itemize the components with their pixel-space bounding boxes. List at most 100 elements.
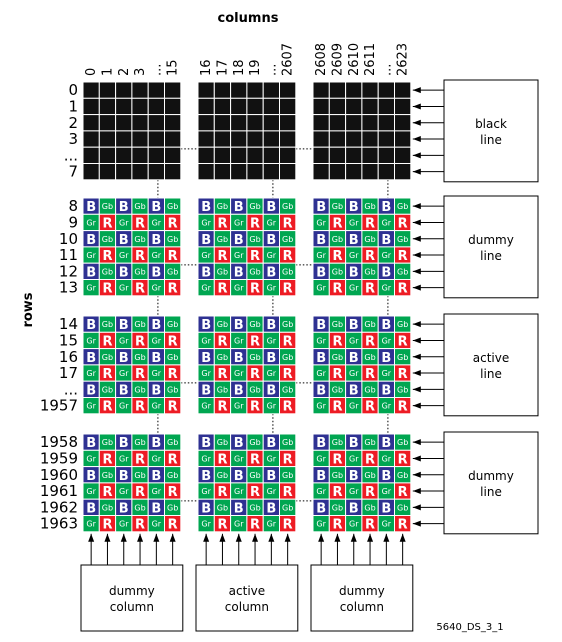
pixel-label: R xyxy=(217,282,227,297)
pixel-label: Gb xyxy=(364,353,375,362)
pixel-label: R xyxy=(283,452,293,467)
pixel-label: Gb xyxy=(134,320,145,329)
row-arrow-head xyxy=(412,203,421,210)
pixel-label: B xyxy=(234,351,244,366)
line-box-text: black xyxy=(475,117,507,131)
column-box-text: column xyxy=(110,600,154,614)
pixel-label: Gb xyxy=(217,385,228,394)
pixel-label: R xyxy=(135,334,145,349)
pixel-label: Gb xyxy=(167,320,178,329)
row-labels: 0123...7891011121314151617...19571958195… xyxy=(40,81,78,533)
pixel-label: Gb xyxy=(217,471,228,480)
pixel-label: Gr xyxy=(119,218,129,227)
line-box xyxy=(443,195,539,299)
column-label: ... xyxy=(149,64,164,76)
pixel-label: Gr xyxy=(349,402,359,411)
black-pixel xyxy=(361,114,379,132)
pixel-label: R xyxy=(398,334,408,349)
black-pixel xyxy=(230,163,248,181)
pixel-label: B xyxy=(86,351,96,366)
pixel-label: Gb xyxy=(102,267,113,276)
row-label: 7 xyxy=(68,163,78,181)
pixel-label: B xyxy=(119,233,129,248)
pixel-label: Gb xyxy=(167,202,178,211)
black-pixel xyxy=(82,130,100,148)
black-pixel xyxy=(262,146,281,164)
black-pixel xyxy=(213,163,232,181)
pixel-label: Gb xyxy=(249,471,260,480)
pixel-label: Gb xyxy=(217,353,228,362)
pixel-label: Gr xyxy=(382,369,392,378)
pixel-label: Gr xyxy=(316,454,326,463)
black-pixel xyxy=(246,97,264,116)
pixel-label: B xyxy=(151,501,161,516)
pixel-label: R xyxy=(168,334,178,349)
columns-title: columns xyxy=(218,11,279,26)
pixel-label: Gr xyxy=(234,369,244,378)
column-label: 2 xyxy=(117,68,132,76)
column-label: 0 xyxy=(84,68,99,76)
pixel-label: R xyxy=(398,367,408,382)
pixel-label: Gr xyxy=(316,284,326,293)
pixel-label: Gb xyxy=(364,438,375,447)
row-arrow-head xyxy=(412,119,421,126)
pixel-label: Gr xyxy=(119,402,129,411)
pixel-label: Gb xyxy=(332,385,343,394)
column-label: 16 xyxy=(199,59,214,76)
column-arrow-head xyxy=(219,533,226,542)
pixel-label: B xyxy=(151,318,161,333)
pixel-label: B xyxy=(119,351,129,366)
pixel-label: Gr xyxy=(86,369,96,378)
column-arrow-head xyxy=(120,533,127,542)
column-label: 3 xyxy=(133,68,148,76)
pixel-label: R xyxy=(168,485,178,500)
pixel-label: Gr xyxy=(382,284,392,293)
black-pixel xyxy=(328,146,347,164)
black-pixel xyxy=(213,81,232,99)
pixel-label: B xyxy=(266,233,276,248)
black-pixel xyxy=(312,97,330,116)
color-pixel xyxy=(164,397,182,415)
pixel-label: R xyxy=(332,485,342,500)
pixel-label: Gr xyxy=(119,520,129,529)
pixel-label: Gb xyxy=(102,471,113,480)
black-pixel xyxy=(164,114,182,132)
pixel-label: R xyxy=(332,400,342,415)
black-pixel xyxy=(82,114,100,132)
black-pixel xyxy=(115,163,133,181)
black-pixel xyxy=(262,114,281,132)
line-box-text: line xyxy=(480,367,502,381)
pixel-label: Gb xyxy=(102,438,113,447)
row-arrow-head xyxy=(412,168,421,175)
pixel-label: Gb xyxy=(102,202,113,211)
pixel-label: Gb xyxy=(397,320,408,329)
black-pixel xyxy=(328,81,347,99)
black-pixel xyxy=(394,81,412,99)
pixel-label: Gb xyxy=(249,235,260,244)
black-pixel xyxy=(377,130,396,148)
pixel-label: Gb xyxy=(134,267,145,276)
black-pixel xyxy=(377,97,396,116)
pixel-label: Gr xyxy=(267,336,277,345)
figure-reference: 5640_DS_3_1 xyxy=(436,622,503,633)
column-label: ... xyxy=(379,64,394,76)
pixel-label: Gb xyxy=(332,503,343,512)
pixel-label: Gr xyxy=(349,251,359,260)
black-pixel xyxy=(115,114,133,132)
black-pixel xyxy=(213,114,232,132)
pixel-label: Gb xyxy=(134,471,145,480)
pixel-label: B xyxy=(349,233,359,248)
pixel-label: R xyxy=(135,518,145,533)
pixel-label: Gr xyxy=(152,284,162,293)
pixel-label: Gb xyxy=(217,503,228,512)
pixel-label: Gb xyxy=(282,471,293,480)
pixel-label: B xyxy=(381,436,391,451)
black-pixel xyxy=(147,81,165,99)
black-pixel xyxy=(246,114,264,132)
dotted-connectors xyxy=(157,148,389,502)
pixel-label: R xyxy=(135,249,145,264)
